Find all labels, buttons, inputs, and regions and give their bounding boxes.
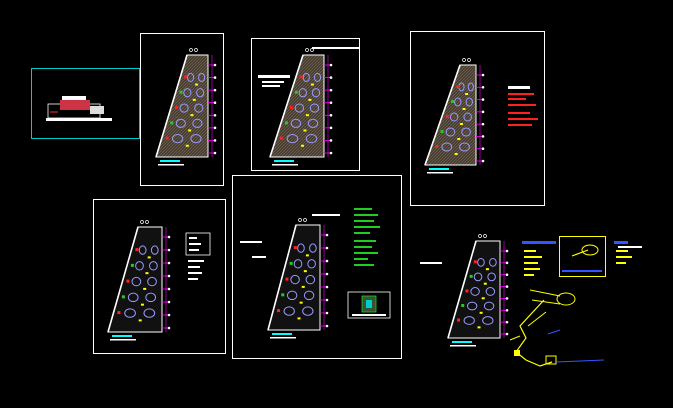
floor-plan-plan-5	[267, 218, 329, 339]
sheet-plan-3[interactable]	[410, 31, 545, 206]
sheet-frames	[31, 31, 545, 359]
floor-plans	[107, 48, 509, 347]
floor-plan-plan-2	[269, 48, 333, 166]
sheet-notes	[185, 47, 538, 319]
isometric-detail	[509, 236, 642, 367]
sheet-plan-5[interactable]	[232, 175, 402, 359]
sheet-plan-4[interactable]	[93, 199, 226, 354]
floor-plan-plan-6	[447, 234, 509, 347]
sheet-site-plan[interactable]	[31, 68, 140, 139]
floor-plan-plan-1	[155, 48, 217, 166]
site-plan-drawing	[46, 96, 112, 121]
sheet-plan-1[interactable]	[140, 33, 224, 186]
floor-plan-plan-4	[107, 220, 171, 341]
sheet-plan-2[interactable]	[251, 38, 360, 171]
floor-plan-plan-3	[424, 58, 485, 174]
